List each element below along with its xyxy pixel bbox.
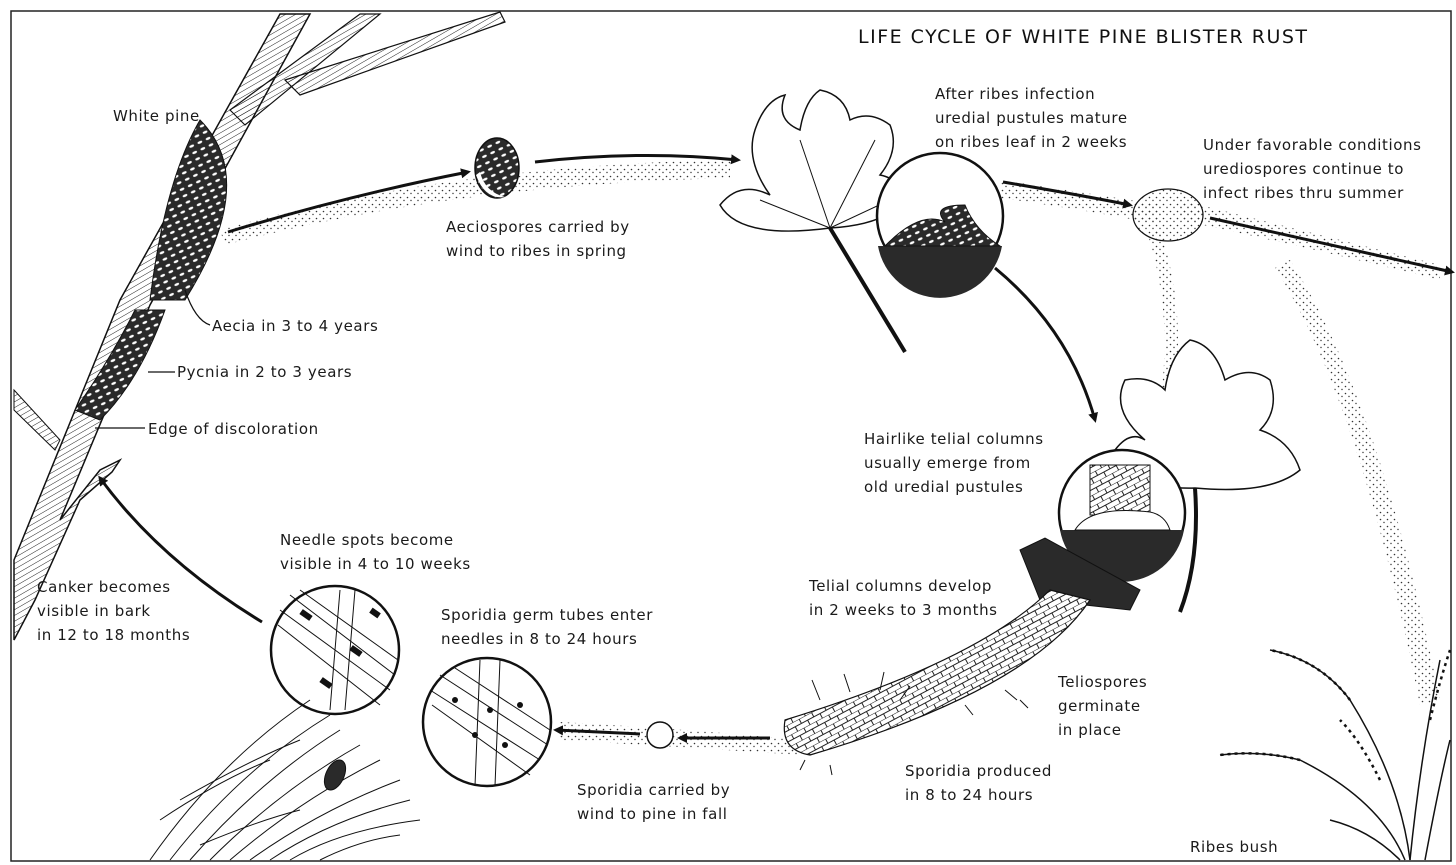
pine-needles: [150, 700, 420, 860]
label-aecia: Aecia in 3 to 4 years: [212, 314, 378, 338]
germ-tubes-inset: [423, 658, 551, 786]
uredial-pustule-inset: [877, 153, 1003, 298]
label-edge-of-discoloration: Edge of discoloration: [148, 417, 319, 441]
label-white-pine: White pine: [113, 104, 200, 128]
sporidium: [647, 722, 673, 748]
diagram-title: LIFE CYCLE OF WHITE PINE BLISTER RUST: [858, 26, 1309, 48]
aeciospore: [475, 138, 519, 198]
urediospore: [1133, 189, 1203, 241]
label-pycnia: Pycnia in 2 to 3 years: [177, 360, 352, 384]
label-ribes-bush: Ribes bush: [1190, 835, 1278, 859]
needle-spots-inset: [271, 586, 399, 714]
